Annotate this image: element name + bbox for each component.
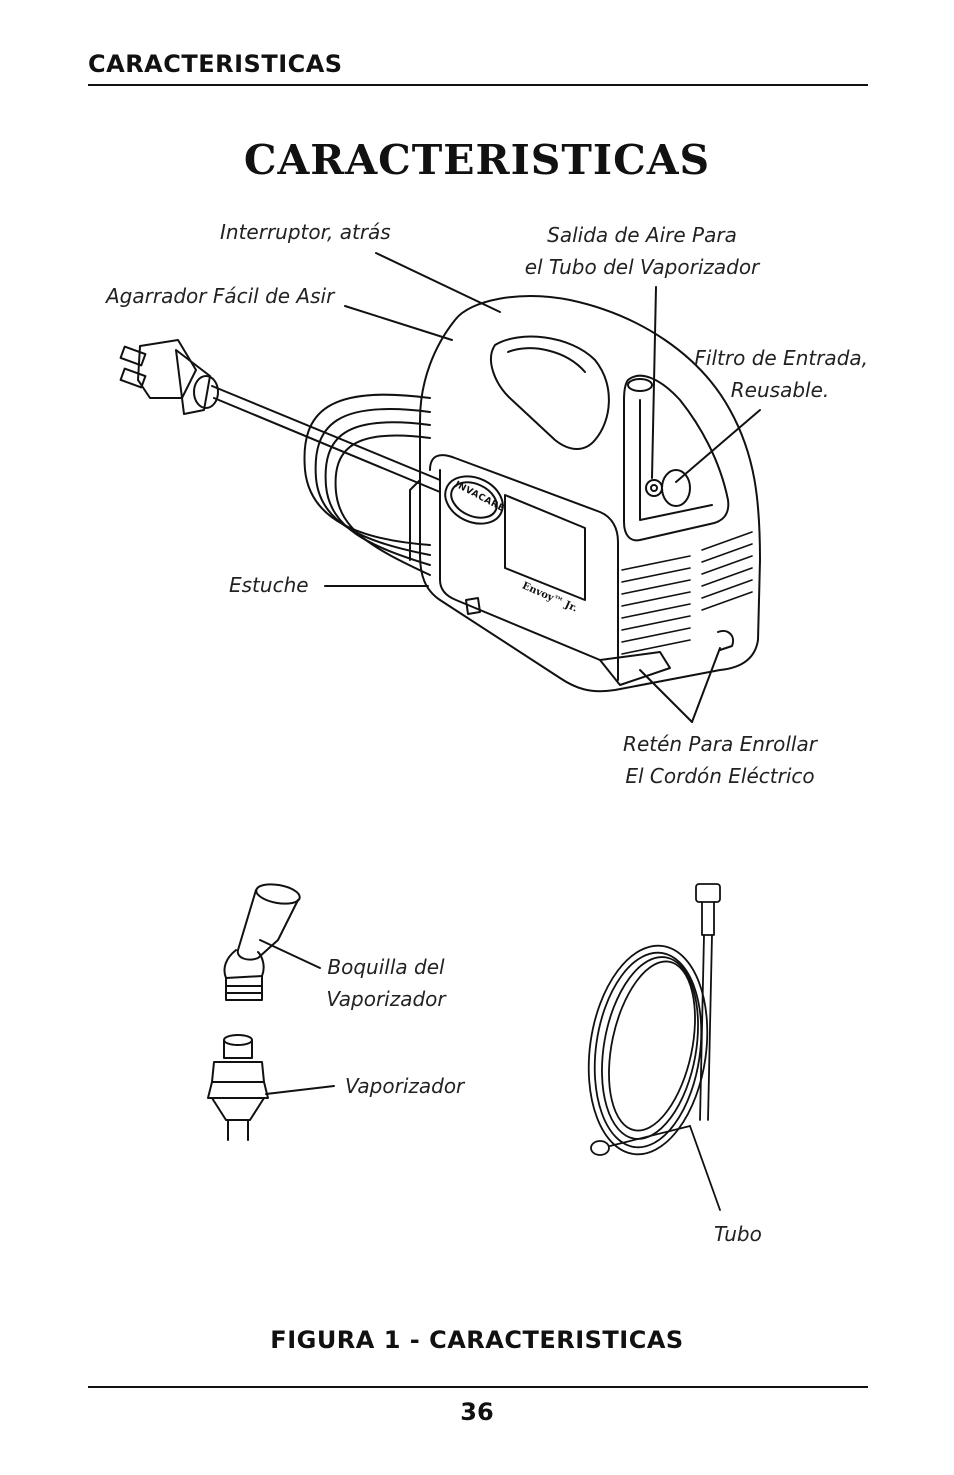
- tubing-illustration: [587, 883, 721, 1211]
- running-header: CARACTERISTICAS: [88, 50, 343, 78]
- page-title: CARACTERISTICAS: [243, 136, 711, 184]
- power-plug: [119, 339, 219, 415]
- label-handle: Agarrador Fácil de Asir: [106, 284, 335, 308]
- label-air-outlet-line1: Salida de Aire Para: [547, 223, 737, 247]
- figure-caption: FIGURA 1 - CARACTERISTICAS: [270, 1326, 684, 1354]
- power-cord: [211, 385, 441, 493]
- label-mouthpiece-line2: Vaporizador: [326, 987, 446, 1011]
- label-cord-line1: Retén Para Enrollar: [623, 732, 817, 756]
- power-cord-coil: [303, 393, 431, 576]
- vent-grille-left: [621, 555, 691, 655]
- label-filter-line2: Reusable.: [730, 378, 830, 402]
- nebulizer-illustration: [207, 1034, 335, 1141]
- label-cord-line2: El Cordón Eléctrico: [625, 764, 815, 788]
- callout-lines: [324, 252, 761, 723]
- page-number: 36: [460, 1398, 494, 1426]
- compressor-unit: [409, 295, 761, 693]
- label-tube: Tubo: [714, 1222, 762, 1246]
- label-case: Estuche: [229, 573, 309, 597]
- label-switch: Interruptor, atrás: [220, 220, 391, 244]
- label-filter-line1: Filtro de Entrada,: [694, 346, 868, 370]
- label-air-outlet-line2: el Tubo del Vaporizador: [524, 255, 760, 279]
- label-nebulizer: Vaporizador: [345, 1074, 465, 1098]
- footer-rule: [88, 1386, 868, 1388]
- label-mouthpiece-line1: Boquilla del: [327, 955, 445, 979]
- mouthpiece-illustration: [223, 883, 321, 1001]
- vent-grille-right: [701, 531, 753, 611]
- header-rule: [88, 84, 868, 86]
